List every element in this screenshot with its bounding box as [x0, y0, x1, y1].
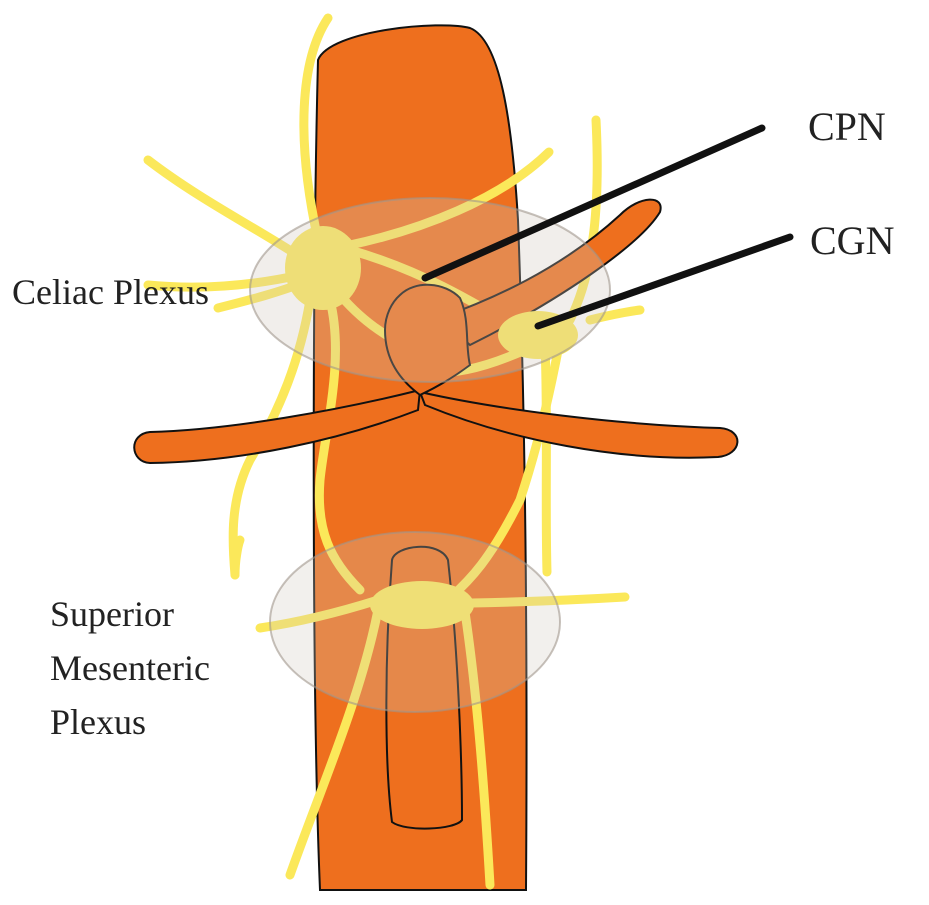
superior-mesenteric-plexus-halo — [270, 532, 560, 712]
nerve-fiber — [235, 540, 240, 575]
superior-mesenteric-plexus-label-line2: Mesenteric — [50, 648, 210, 688]
cgn-label: CGN — [810, 218, 894, 263]
superior-mesenteric-plexus-label-line3: Plexus — [50, 702, 146, 742]
nerve-fiber — [545, 345, 547, 572]
superior-mesenteric-plexus-label-line1: Superior — [50, 594, 174, 634]
cpn-label: CPN — [808, 104, 886, 149]
celiac-plexus-label: Celiac Plexus — [12, 272, 209, 312]
celiac-plexus-halo — [250, 198, 610, 382]
